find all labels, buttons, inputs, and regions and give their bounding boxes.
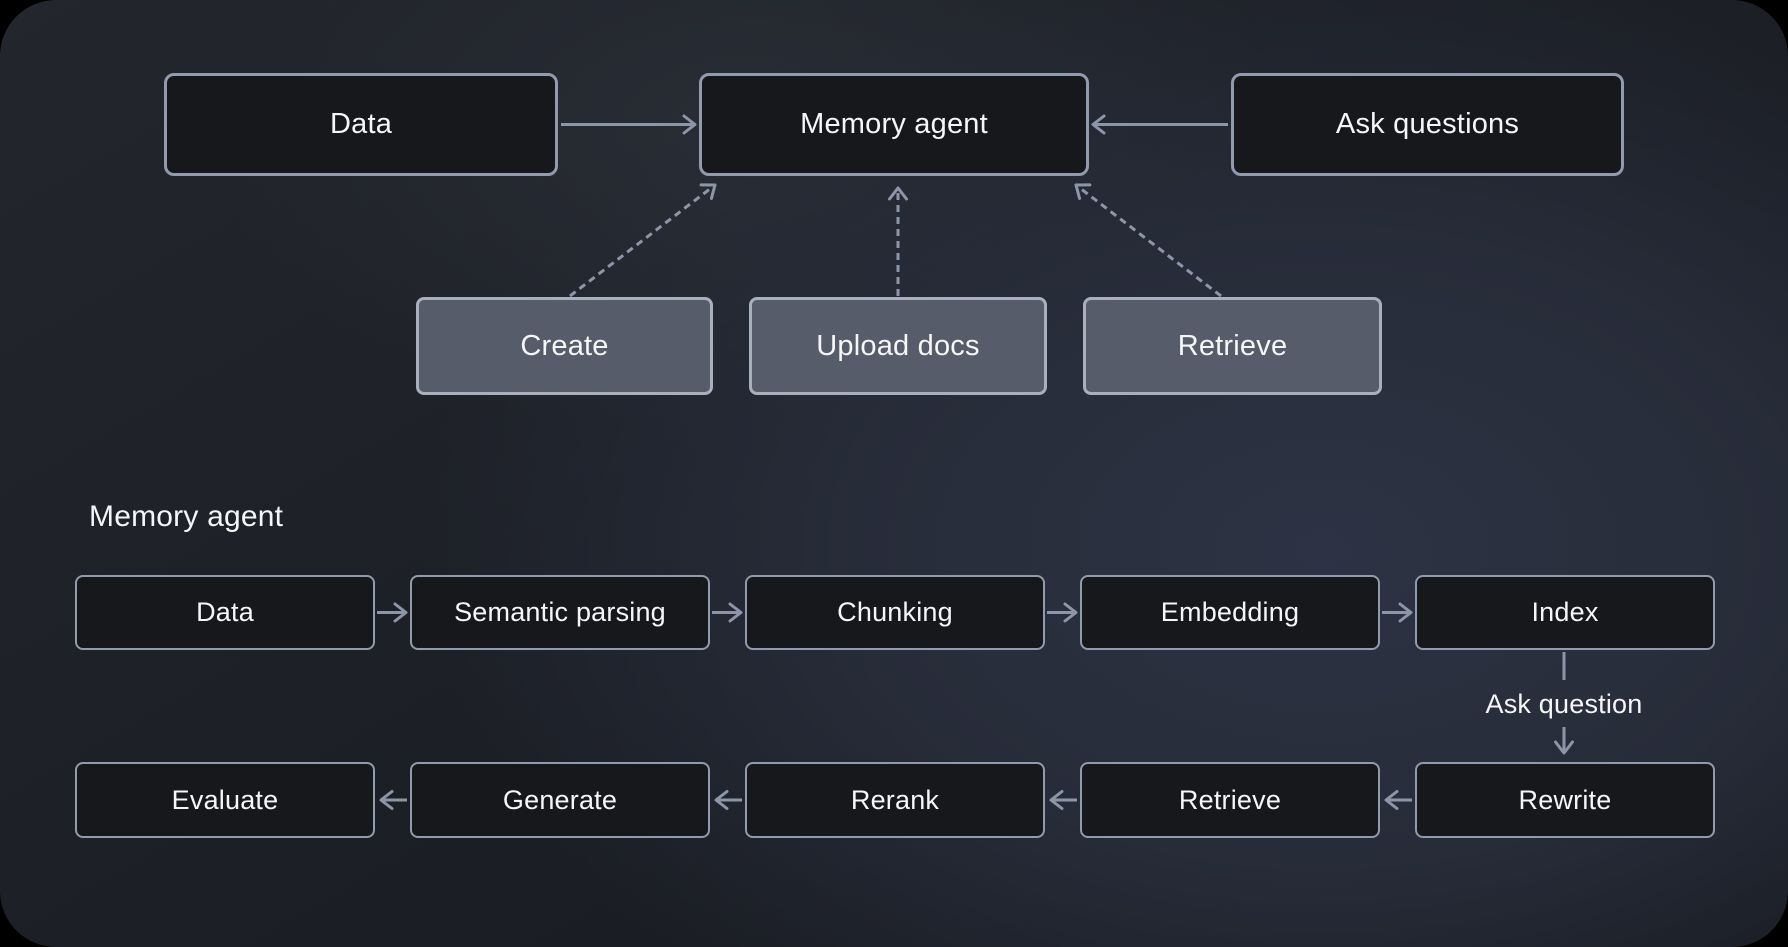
dashed-arrow-retrieve-to-memory-agent [1074,183,1222,298]
node-semantic-parsing-label: Semantic parsing [454,597,666,627]
node-rewrite: Rewrite [1415,762,1715,838]
node-create-label: Create [520,329,609,362]
node-chunking: Chunking [745,575,1045,650]
node-embedding-label: Embedding [1160,597,1300,627]
node-embedding: Embedding [1080,575,1380,650]
node-chunking-label: Chunking [837,597,953,627]
node-upload-docs-label: Upload docs [816,329,980,362]
node-retrieve-action-label: Retrieve [1177,329,1288,362]
node-rerank-label: Rerank [850,784,940,815]
node-create: Create [416,297,713,395]
node-index-label: Index [1531,597,1599,627]
node-rerank: Rerank [745,762,1045,838]
node-data: Data [164,73,558,176]
node-retrieve-action: Retrieve [1083,297,1382,395]
node-evaluate: Evaluate [75,762,375,838]
node-data-label: Data [329,108,393,140]
node-semantic-parsing: Semantic parsing [410,575,710,650]
node-ask-questions-label: Ask questions [1335,108,1520,140]
node-ask-questions: Ask questions [1231,73,1624,176]
node-pipeline-retrieve: Retrieve [1080,762,1380,838]
node-memory-agent-label: Memory agent [800,108,988,140]
node-index: Index [1415,575,1715,650]
node-memory-agent: Memory agent [699,73,1089,176]
node-pipeline-data: Data [75,575,375,650]
pipeline-heading: Memory agent [89,500,284,533]
dashed-arrow-create-to-memory-agent [569,183,717,298]
node-rewrite-label: Rewrite [1518,784,1612,815]
node-generate: Generate [410,762,710,838]
node-pipeline-data-label: Data [196,597,254,627]
node-pipeline-retrieve-label: Retrieve [1178,784,1282,815]
ask-question-connector-label: Ask question [1485,689,1643,719]
node-upload-docs: Upload docs [749,297,1047,395]
node-generate-label: Generate [502,784,618,815]
node-evaluate-label: Evaluate [171,784,279,815]
